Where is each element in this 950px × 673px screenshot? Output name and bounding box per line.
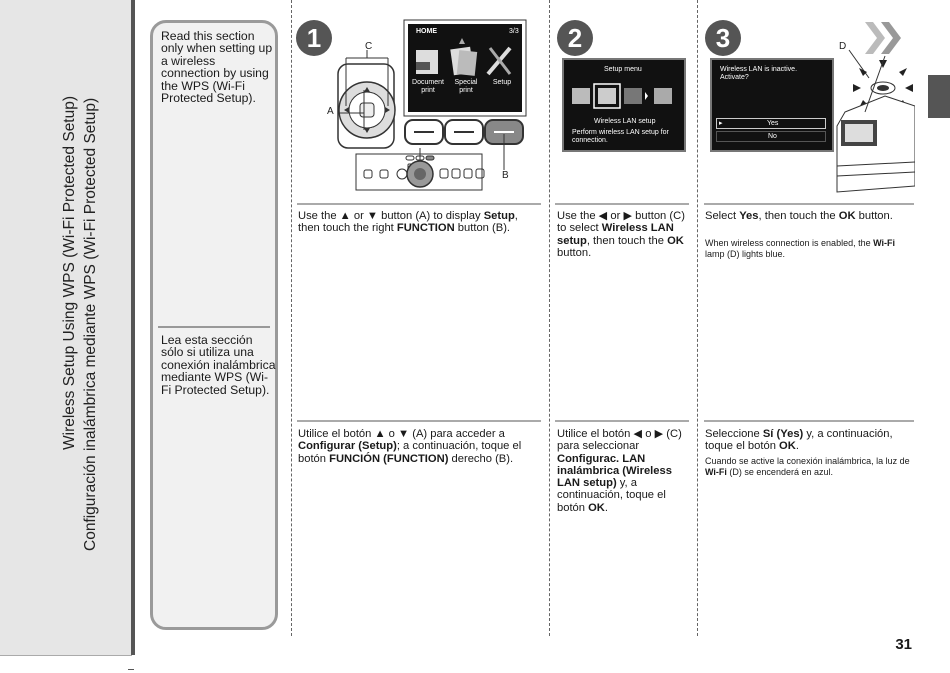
screen-item-description: Perform wireless LAN setup for connectio… [572, 129, 669, 144]
step-rule [297, 203, 541, 205]
setup-menu-screen [562, 58, 686, 152]
down-arrow-icon: ▼ [398, 428, 410, 440]
step-rule [555, 420, 689, 422]
screen-setup-menu-header: Setup menu [604, 66, 642, 73]
document-print-icon [416, 50, 438, 74]
screen-page-indicator: 3/3 [509, 28, 519, 35]
right-arrow-icon: ▶ [654, 428, 664, 440]
step3-instruction-en: Select Yes, then touch the OK button. [705, 210, 893, 222]
screen-yes-option: ▸ Yes [716, 118, 826, 129]
callout-d: D [839, 41, 847, 52]
step2-instruction-es: Utilice el botón ◀ o ▶ (C) para seleccio… [557, 428, 682, 514]
special-print-icon [450, 46, 478, 76]
note-separator [158, 326, 270, 328]
sidebar-band [0, 0, 132, 655]
note-box [150, 20, 278, 630]
up-arrow-icon: ▲ [339, 210, 351, 222]
callout-a: A [327, 106, 334, 117]
sidebar-bottom-line [0, 655, 132, 656]
screen-item-setup: Setup [492, 79, 512, 86]
step-number: 1 [296, 20, 332, 56]
section-title-es: Configuración inalámbrica mediante WPS (… [82, 97, 99, 551]
note-es: Lea esta sección sólo si utiliza una con… [161, 333, 276, 397]
up-arrow-icon: ▲ [374, 428, 386, 440]
left-arrow-icon: ◀ [633, 428, 643, 440]
step3-instruction-es: Seleccione Sí (Yes) y, a continuación, t… [705, 428, 893, 453]
setup-wrench-icon [486, 46, 512, 76]
screen-message: Wireless LAN is inactive. Activate? [720, 66, 798, 81]
step-number: 2 [557, 20, 593, 56]
step-rule [704, 420, 914, 422]
sidebar-tick [128, 669, 134, 670]
setup-menu-icons [572, 83, 672, 109]
screen-item-wireless-lan-setup: Wireless LAN setup [594, 118, 656, 125]
down-arrow-icon: ▼ [366, 210, 378, 222]
operation-panel-illustration [337, 19, 527, 191]
sidebar-rule [131, 0, 135, 655]
step-rule [704, 203, 914, 205]
section-title-en: Wireless Setup Using WPS (Wi-Fi Protecte… [61, 95, 78, 450]
column-divider [697, 0, 698, 636]
screen-no-option: No [716, 131, 826, 142]
column-divider [291, 0, 292, 636]
step-rule [555, 203, 689, 205]
screen-item-special-print: Special print [454, 79, 478, 94]
note-en: Read this section only when setting up a… [161, 29, 273, 106]
step2-instruction-en: Use the ◀ or ▶ button (C) to select Wire… [557, 210, 685, 259]
step1-instruction-en: Use the ▲ or ▼ button (A) to display Set… [298, 210, 518, 235]
section-tab [928, 75, 950, 118]
screen-item-document-print: Document print [412, 79, 444, 94]
page-number: 31 [895, 636, 912, 653]
right-arrow-icon: ▶ [623, 210, 633, 222]
callout-b: B [502, 170, 509, 181]
left-arrow-icon: ◀ [598, 210, 608, 222]
step-number: 3 [705, 20, 741, 56]
step3-note-en: When wireless connection is enabled, the… [705, 238, 896, 259]
column-divider [549, 0, 550, 636]
callout-c: C [365, 41, 373, 52]
next-arrow-icon [865, 22, 885, 54]
step1-instruction-es: Utilice el botón ▲ o ▼ (A) para acceder … [298, 428, 522, 465]
step-rule [297, 420, 541, 422]
selection-pointer-icon: ▸ [719, 120, 723, 127]
step3-note-es: Cuando se active la conexión inalámbrica… [705, 456, 910, 477]
wireless-activate-screen [710, 58, 834, 152]
printer-wifi-lamp-illustration [836, 22, 915, 193]
screen-home-label: HOME [416, 28, 437, 35]
